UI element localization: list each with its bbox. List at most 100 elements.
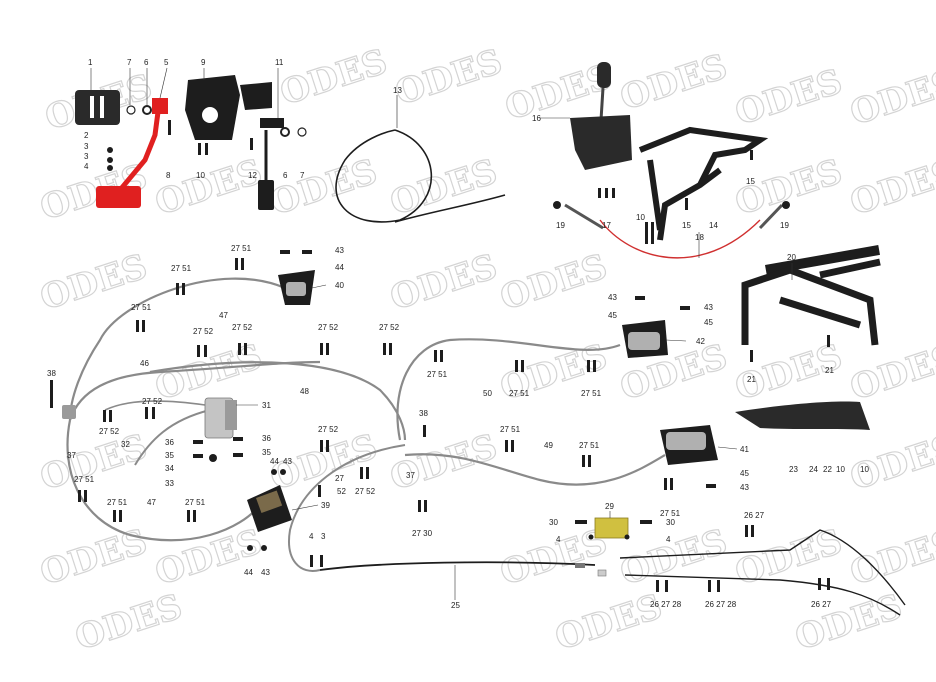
brake-hose-48 — [149, 361, 407, 441]
shift-lever — [599, 87, 605, 121]
bolt — [651, 222, 654, 244]
part-label: 27 51 — [185, 498, 206, 507]
bolt — [511, 440, 514, 452]
bolt — [645, 222, 648, 244]
cable-end — [597, 569, 607, 577]
part-label: 15 — [682, 221, 691, 230]
bolt — [326, 440, 329, 452]
nut — [271, 469, 277, 475]
part-label: 27 52 — [232, 323, 253, 332]
shift-rod-right — [758, 203, 784, 230]
part-number-labels: 1 2 3 3 4 7 6 5 8 9 10 11 12 6 7 13 16 1… — [47, 58, 869, 610]
brake-pedal-group — [75, 75, 307, 210]
reservoir-hose — [104, 400, 206, 411]
watermark: ODES — [845, 522, 936, 594]
bolt — [664, 478, 667, 490]
part-label: 30 — [549, 518, 558, 527]
part-label: 27 52 — [193, 327, 214, 336]
bolt — [119, 510, 122, 522]
part-label: 20 — [787, 253, 796, 262]
bolt — [320, 555, 323, 567]
nut — [107, 157, 113, 163]
plate-29 — [594, 517, 629, 539]
bolt — [680, 306, 690, 310]
bolt — [241, 258, 244, 270]
pedal-pad-1 — [75, 90, 120, 125]
part-label: 38 — [47, 369, 56, 378]
parking-cable-25 — [319, 561, 596, 571]
ring-7 — [126, 105, 136, 115]
part-label: 27 52 — [379, 323, 400, 332]
bolt — [665, 580, 668, 592]
part-label: 35 — [165, 451, 174, 460]
watermark: ODES — [150, 152, 267, 224]
watermark: ODES — [730, 62, 847, 134]
part-label: 27 51 — [171, 264, 192, 273]
bolt — [50, 380, 53, 408]
part-label: 27 52 — [355, 487, 376, 496]
bolt — [706, 484, 716, 488]
part-label: 45 — [704, 318, 713, 327]
bolt — [193, 454, 203, 458]
nut — [280, 469, 286, 475]
pedal-pad-slot — [90, 96, 94, 118]
part-label: 4 — [84, 162, 89, 171]
caliper-42-piston — [628, 332, 660, 350]
part-label: 27 51 — [509, 389, 530, 398]
bolt — [197, 345, 200, 357]
bolt — [818, 578, 821, 590]
part-label: 27 51 — [500, 425, 521, 434]
part-label: 27 51 — [231, 244, 252, 253]
part-label: 4 — [556, 535, 561, 544]
part-label: 33 — [165, 479, 174, 488]
part-label: 35 — [262, 448, 271, 457]
bolt — [588, 455, 591, 467]
bolt — [326, 343, 329, 355]
bolt — [310, 555, 313, 567]
bolt — [440, 350, 443, 362]
part-label: 7 — [300, 171, 305, 180]
part-label: 26 27 28 — [705, 600, 737, 609]
part-label: 25 — [451, 601, 460, 610]
part-label: 26 27 — [744, 511, 765, 520]
bolt — [233, 453, 243, 457]
watermark: ODES — [275, 42, 392, 114]
support-frame-20-top — [765, 245, 880, 275]
part-label: 43 — [261, 568, 270, 577]
bolt — [78, 490, 81, 502]
part-label: 27 51 — [579, 441, 600, 450]
part-label: 8 — [166, 171, 171, 180]
part-label: 38 — [419, 409, 428, 418]
bolt — [685, 198, 688, 210]
washer-6b — [280, 127, 290, 137]
part-label: 46 — [140, 359, 149, 368]
bolt — [320, 343, 323, 355]
brake-hose-47-lower — [66, 419, 261, 542]
part-label: 26 27 28 — [650, 600, 682, 609]
part-label: 19 — [780, 221, 789, 230]
part-label: 47 — [219, 311, 228, 320]
throttle-pivot-11 — [260, 118, 284, 128]
brake-hose-front-lower — [288, 444, 406, 572]
part-label: 31 — [262, 401, 271, 410]
part-label: 15 — [746, 177, 755, 186]
part-label: 27 52 — [99, 427, 120, 436]
part-label: 3 — [321, 532, 326, 541]
part-label: 1 — [88, 58, 93, 67]
part-label: 19 — [556, 221, 565, 230]
part-label: 27 51 — [74, 475, 95, 484]
part-label: 45 — [608, 311, 617, 320]
bolt — [389, 343, 392, 355]
part-label: 27 51 — [660, 509, 681, 518]
bolt — [318, 485, 321, 497]
part-label: 10 — [636, 213, 645, 222]
bolt — [587, 360, 590, 372]
brake-pedal-arm — [118, 111, 161, 192]
bolt — [193, 440, 203, 444]
part-label: 26 27 — [811, 600, 832, 609]
shift-knob — [597, 62, 611, 88]
part-label: 34 — [165, 464, 174, 473]
brake-hose-47-upper — [68, 277, 286, 421]
bolt — [145, 407, 148, 419]
